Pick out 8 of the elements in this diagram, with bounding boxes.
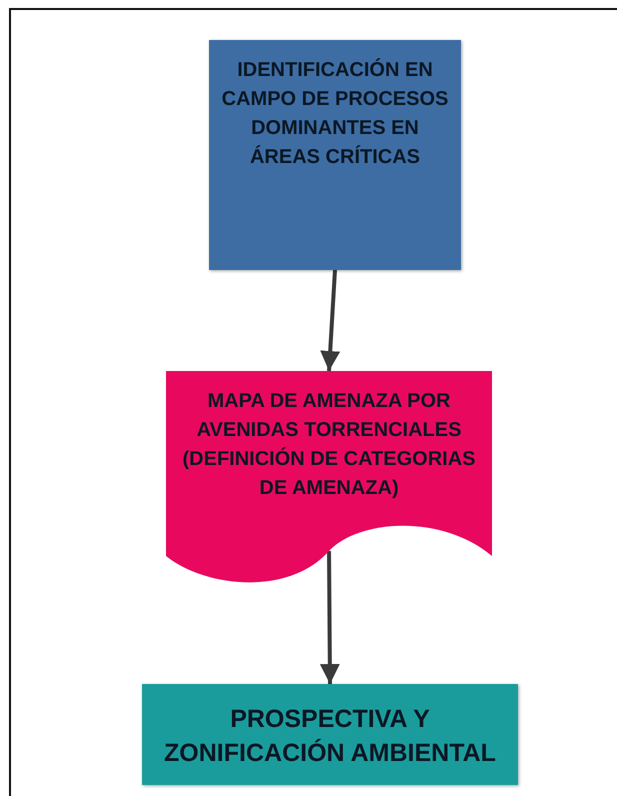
arrow [320,270,340,372]
process-box [209,40,461,270]
node-text: IDENTIFICACIÓN EN CAMPO DE PROCESOS DOMINANTES EN ÁREAS CRÍTICAS [220,57,450,170]
document-shape [166,371,492,584]
node-text: MAPA DE AMENAZA POR AVENIDAS TORRENCIALES (DEFINICIÓN DE CATEGORIAS DE AMENAZA) [182,389,476,501]
node-text: PROSPECTIVA Y ZONIFICACIÓN AMBIENTAL [163,704,497,769]
process-box [142,684,518,785]
arrow [320,550,340,684]
